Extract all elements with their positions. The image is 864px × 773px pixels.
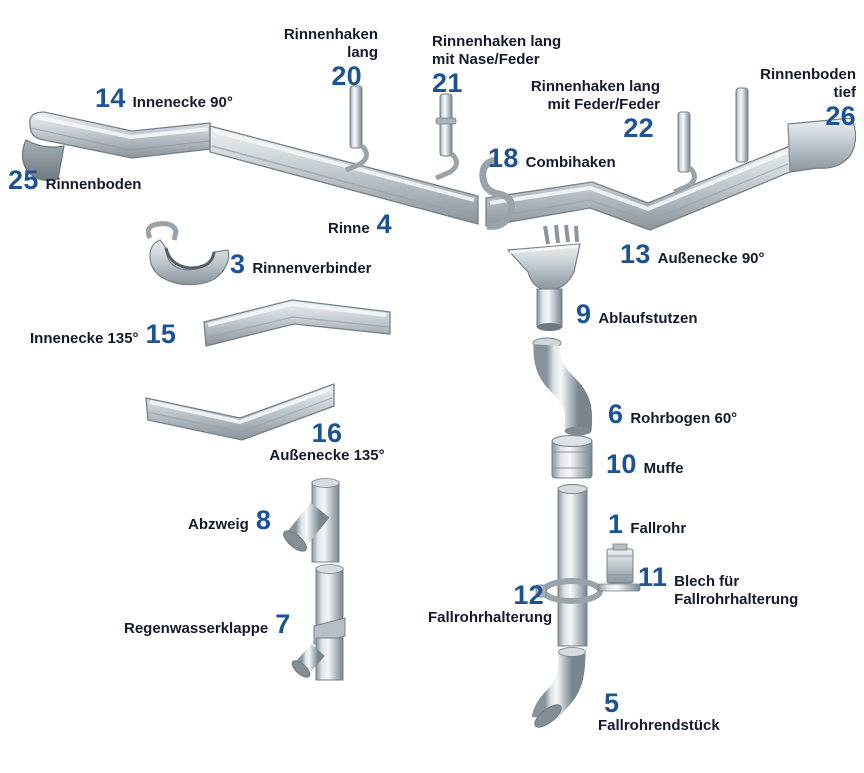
callout-innenecke-135: Innenecke 135° 15 [30,319,177,349]
part-rinnenboden-tief-icon [787,117,857,173]
part-fallrohrendstueck-icon [531,647,586,728]
part-label: Abzweig [188,516,249,533]
callout-rinnenhaken-lang-nase-feder: Rinnenhaken lang mit Nase/Feder 21 [432,33,561,98]
part-rohrbogen-60-icon [532,337,593,436]
part-ablaufstutzen-icon [506,224,581,331]
callout-fallrohrendstueck: 5 Fallrohrendstück [598,688,720,735]
part-innenecke-90-icon [29,111,211,159]
part-muffe-icon [551,435,593,479]
part-label: Rinnenhaken lang [283,26,378,61]
part-number: 22 [623,113,654,144]
callout-innenecke-90: 14 Innenecke 90° [95,83,233,113]
part-number: 18 [488,143,519,173]
callout-aussenecke-135: 16 Außenecke 135° [258,418,396,465]
part-rinnenboden-icon [21,139,65,182]
part-label: Außenecke 135° [269,447,385,465]
callout-rinnenhaken-lang-feder-feder: Rinnenhaken lang mit Feder/Feder 22 [528,78,660,143]
part-number: 13 [620,239,651,269]
part-regenwasserklappe-icon [291,564,346,681]
part-label: Fallrohrhalterung [428,609,553,627]
part-label: Rinnenhaken lang mit Nase/Feder [432,33,562,68]
part-number: 16 [311,418,343,448]
part-number: 11 [638,562,668,592]
callout-rinne: Rinne 4 [328,209,392,239]
part-number: 1 [608,509,624,539]
part-number: 15 [145,319,177,349]
part-rinnenhaken-lang-feder-feder-icon [673,87,749,195]
part-number: 25 [8,165,39,195]
part-number: 21 [432,68,463,99]
part-label: Regenwasserklappe [124,620,269,637]
part-combihaken-icon [479,156,515,230]
callout-blech-fallrohrhalterung: 11 Blech für Fallrohrhalterung [638,563,798,608]
part-label: Ablaufstutzen [598,310,698,327]
part-label: Außenecke 90° [657,250,765,267]
part-fallrohr-icon [557,484,588,647]
part-label: Rinnenboden tief [760,66,856,101]
part-rinnenverbinder-icon [145,221,230,286]
part-number: 3 [230,249,246,279]
callout-ablaufstutzen: 9 Ablaufstutzen [576,299,698,329]
part-rinnenhaken-lang-icon [345,85,369,173]
part-label: Rinnenverbinder [252,260,372,277]
callout-rinnenhaken-lang: Rinnenhaken lang 20 [256,26,378,91]
callout-muffe: 10 Muffe [606,449,684,479]
part-label: Innenecke 90° [132,94,233,111]
part-abzweig-icon [283,478,340,563]
part-number: 5 [604,688,620,718]
callout-rinnenverbinder: 3 Rinnenverbinder [230,249,372,279]
part-number: 9 [576,299,592,329]
part-innenecke-135-icon [203,299,391,347]
part-aussenecke-135-icon [145,383,335,441]
part-number: 4 [376,209,392,239]
part-label: Muffe [643,460,684,477]
callout-aussenecke-90: 13 Außenecke 90° [620,239,765,269]
part-aussenecke-90-icon [485,145,791,231]
part-label: Rinne [328,220,370,237]
part-number: 26 [825,101,856,132]
callout-abzweig: Abzweig 8 [188,505,272,535]
part-number: 14 [95,83,126,113]
callout-combihaken: 18 Combihaken [488,143,616,173]
part-number: 10 [606,449,637,479]
part-rinne-icon [209,125,479,225]
part-number: 20 [331,61,362,92]
part-number: 12 [513,580,544,610]
callout-rohrbogen-60: 6 Rohrbogen 60° [608,399,738,429]
callout-regenwasserklappe: Regenwasserklappe 7 [124,609,291,639]
part-number: 6 [608,399,624,429]
part-label: Fallrohrendstück [598,717,720,735]
part-number: 7 [275,609,291,639]
part-blech-fallrohrhalterung-icon [606,543,634,584]
callout-rinnenboden: 25 Rinnenboden [8,165,142,195]
callout-fallrohrhalterung: 12 Fallrohrhalterung [428,580,564,627]
part-rinnenhaken-lang-nase-feder-icon [435,93,459,181]
part-label: Fallrohr [630,520,687,537]
part-fallrohrhalterung-icon [535,578,641,604]
part-label: Rohrbogen 60° [630,410,738,427]
callout-fallrohr: 1 Fallrohr [608,509,687,539]
callout-rinnenboden-tief: Rinnenboden tief 26 [744,66,856,131]
part-label: Rinnenboden [45,176,142,193]
part-label: Blech für Fallrohrhalterung [674,573,799,608]
part-label: Combihaken [525,154,616,171]
part-number: 8 [255,505,272,535]
part-label: Rinnenhaken lang mit Feder/Feder [530,78,660,113]
part-label: Innenecke 135° [30,330,139,347]
